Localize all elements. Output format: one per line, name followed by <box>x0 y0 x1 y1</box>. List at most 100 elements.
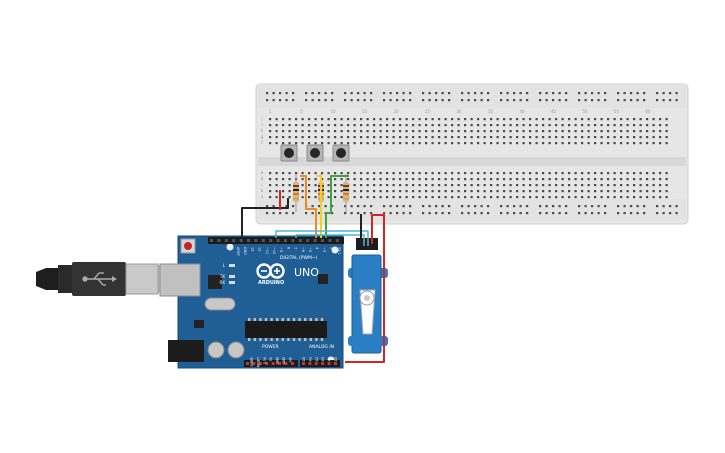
breadboard-hole <box>321 118 324 121</box>
pushbutton-3[interactable] <box>332 144 350 162</box>
analog-pin-header[interactable] <box>300 360 340 367</box>
breadboard-hole <box>613 172 616 175</box>
analog-pin[interactable] <box>302 362 305 365</box>
breadboard-hole <box>529 178 532 181</box>
breadboard-hole <box>626 172 629 175</box>
power-pin[interactable] <box>271 362 275 365</box>
power-pin[interactable] <box>278 362 281 365</box>
resistor-1[interactable] <box>293 174 299 212</box>
breadboard-hole <box>568 184 571 187</box>
breadboard-hole <box>594 172 597 175</box>
power-pin[interactable] <box>246 362 249 365</box>
digital-pin[interactable] <box>306 239 310 242</box>
digital-pin[interactable] <box>313 239 317 242</box>
breadboard-hole <box>587 118 590 121</box>
rail-hole <box>467 205 470 208</box>
breadboard-hole <box>633 142 636 145</box>
chip-pin <box>292 318 296 321</box>
power-pin[interactable] <box>284 362 288 365</box>
analog-pin[interactable] <box>334 362 337 365</box>
digital-pin[interactable] <box>239 239 243 242</box>
digital-pin[interactable] <box>247 239 250 242</box>
wire-black-gnd[interactable] <box>241 198 289 238</box>
breadboard-hole <box>451 184 454 187</box>
digital-pin[interactable] <box>335 239 339 242</box>
breadboard-hole <box>646 118 649 121</box>
breadboard-hole <box>522 184 525 187</box>
breadboard-hole <box>568 178 571 181</box>
digital-pin-label: TX 1 <box>337 246 341 255</box>
breadboard-hole <box>288 184 291 187</box>
digital-pin[interactable] <box>261 239 265 242</box>
breadboard-hole <box>418 184 421 187</box>
breadboard-hole <box>360 190 363 193</box>
breadboard-hole <box>574 190 577 193</box>
breadboard-hole <box>392 118 395 121</box>
power-pin[interactable] <box>258 362 262 365</box>
digital-pin-header[interactable] <box>208 237 344 244</box>
digital-pin[interactable] <box>276 239 280 242</box>
digital-pin[interactable] <box>232 239 236 242</box>
digital-pin[interactable] <box>269 239 273 242</box>
digital-pin[interactable] <box>291 239 295 242</box>
breadboard-hole <box>535 130 538 133</box>
power-pin[interactable] <box>290 362 294 365</box>
breadboard-hole <box>529 142 532 145</box>
pushbutton-1[interactable] <box>280 144 298 162</box>
rail-hole <box>428 205 431 208</box>
power-pin[interactable] <box>252 362 256 365</box>
column-number: 60 <box>645 109 651 114</box>
breadboard-hole <box>288 136 291 139</box>
wire-green[interactable] <box>325 175 349 238</box>
rail-hole <box>331 99 334 102</box>
breadboard-hole <box>555 130 558 133</box>
breadboard-hole <box>581 178 584 181</box>
chip-pin <box>264 338 268 341</box>
wire-yellow[interactable] <box>316 175 322 238</box>
power-pin[interactable] <box>265 362 269 365</box>
breadboard-hole <box>522 178 525 181</box>
power-pin-header[interactable] <box>244 360 298 367</box>
analog-pin[interactable] <box>314 362 318 365</box>
digital-pin[interactable] <box>321 239 324 242</box>
resistor-3[interactable] <box>343 174 349 212</box>
breadboard-hole <box>659 118 662 121</box>
breadboard-hole <box>399 172 402 175</box>
pushbutton-2[interactable] <box>306 144 324 162</box>
wires <box>241 175 385 363</box>
breadboard-hole <box>431 136 434 139</box>
breadboard-hole <box>353 118 356 121</box>
row-letter: c <box>261 182 263 187</box>
rail-hole <box>630 212 633 215</box>
analog-pin[interactable] <box>321 362 325 365</box>
digital-pin[interactable] <box>224 239 228 242</box>
analog-pin[interactable] <box>308 362 312 365</box>
wire-blue-1[interactable] <box>275 230 369 246</box>
digital-pin[interactable] <box>254 239 258 242</box>
breadboard-hole <box>542 196 545 199</box>
reset-button[interactable] <box>180 238 196 254</box>
wire-orange[interactable] <box>300 175 317 238</box>
digital-pin[interactable] <box>217 239 221 242</box>
breadboard-hole <box>379 178 382 181</box>
digital-pin[interactable] <box>210 239 213 242</box>
servo-motor[interactable] <box>348 238 388 354</box>
breadboard-hole <box>399 142 402 145</box>
rail-hole <box>311 92 314 95</box>
digital-pin[interactable] <box>328 239 332 242</box>
rail-hole <box>597 205 600 208</box>
breadboard-hole <box>490 178 493 181</box>
analog-pin-label: A0 <box>302 357 306 361</box>
rail-hole <box>370 92 373 95</box>
analog-pin[interactable] <box>327 362 331 365</box>
digital-pin[interactable] <box>284 239 287 242</box>
breadboard-hole <box>620 172 623 175</box>
breadboard-hole <box>412 124 415 127</box>
breadboard-holes <box>266 92 678 215</box>
breadboard-hole <box>392 184 395 187</box>
wire-blue-2[interactable] <box>295 234 365 246</box>
digital-pin[interactable] <box>298 239 302 242</box>
